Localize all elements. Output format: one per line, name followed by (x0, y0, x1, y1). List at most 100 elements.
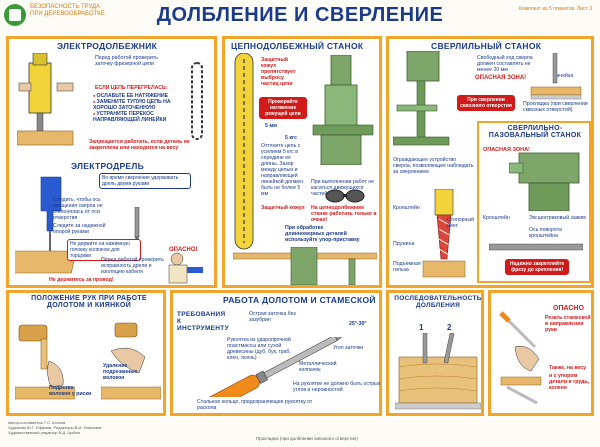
mortiser-step: УСТРАНИТЕ ПЕРЕКОС НАПРАВЛЯЮЩЕЙ ЛИНЕЙКИ (93, 111, 183, 123)
section-title-sequence: Последовательность долбления (394, 295, 482, 309)
mortiser-step: ОСЛАБЬТЕ ЕЕ НАТЯЖЕНИЕ (93, 93, 183, 99)
header: Безопасность труда при деревообработке Д… (0, 0, 600, 34)
chain-mortiser-machine (312, 55, 374, 165)
drill-tip-cap: Не держите на нажимную головку колпачок … (67, 239, 141, 261)
chain-force-value: 5 кгс (285, 135, 297, 141)
drill-tip-check: Перед работой проверить исправность дрел… (101, 257, 164, 275)
chisel-illustration (207, 337, 351, 397)
chain-safety-note: При выполнении работ не касаться движущи… (311, 179, 374, 197)
chisel-angle-label: Угол заточки (333, 345, 364, 351)
credits-line: Художественный редактор В.Д. Цыбин (8, 430, 80, 435)
drill-press-spacer: Прокладка (при сверлении сквозных отверс… (523, 101, 588, 113)
drill-press-guard-note: Ограждающее устройство сверла, позволяющ… (393, 157, 474, 175)
chisel-ring: Металлический колпачок (299, 361, 337, 373)
drill-slot-machine (509, 152, 580, 211)
drill-power-note: Не держитесь за провод! (49, 277, 114, 283)
footer-note: Прокладка (при долблении сквозного отвер… (256, 436, 358, 441)
series-line-1: Безопасность труда (30, 4, 101, 10)
worker-illustration (168, 252, 203, 284)
dangerous-illustration (499, 311, 542, 405)
section-title-chain: Цепнодолбежный станок (231, 41, 364, 51)
section-title-drill: Электродрель (71, 161, 145, 171)
drill-guard-illustration (422, 189, 466, 278)
drill-press-through-hole: При сверлении сквозного отверстия (457, 95, 515, 111)
chain-tension-badge: Проверяйте натяжение режущей цепи (259, 97, 307, 119)
section-title-chisel: Работа долотом и стамеской (223, 295, 376, 305)
chisel-angle: 25°-30° (349, 321, 367, 327)
series-label: Безопасность труда при деревообработке (30, 4, 105, 18)
section-drill-slot: Сверлильно-пазовальный станок Опасная зо… (477, 121, 591, 283)
chisel-no-cracks: На рукоятке не должно быть острых углов … (293, 381, 381, 393)
section-title-drill-slot: Сверлильно-пазовальный станок (488, 125, 582, 139)
mortiser-precheck: Перед работой проверить заточку фрезерно… (95, 55, 158, 67)
chain-goggles-note: На цепнодолбежном станке работать только… (311, 205, 377, 223)
drill-press-tube: Стопорный винт (447, 217, 475, 229)
chain-gap-value: 5 мм (265, 123, 278, 129)
chain-bar-illustration (234, 53, 254, 250)
mortiser-if-label: ЕСЛИ ЦЕПЬ ПЕРЕГРЕЛАСЬ: (95, 85, 168, 91)
credits-line: Автор-составитель Г.С. Козлов (8, 420, 66, 425)
chisel-sharp: Острая заточка без зазубрин (249, 311, 296, 323)
mortiser-step: ЗАМЕНИТЕ ТУПУЮ ЦЕПЬ НА ХОРОШО ЗАТОЧЕННУЮ (93, 99, 183, 111)
credits-line: Художник Ю.Г. Ефимов, Редакторы В.И. Ник… (8, 425, 102, 430)
dangerous-text-3: и с упором детали в грудь, колено (549, 373, 590, 391)
drill-slot-bracket: Кронштейн (483, 215, 510, 221)
drill-press-free-end: Свободный ход сверла должен составлять н… (477, 55, 533, 73)
chain-icon (191, 62, 203, 140)
section-electro-tools: Электродолбежник Перед работой проверить… (6, 36, 217, 288)
section-drill-press: Сверлильный станок Свободный ход сверла … (386, 36, 594, 288)
drill-danger-label: Опасно! (169, 247, 198, 253)
section-title-mortiser: Электродолбежник (57, 41, 158, 51)
mallet-illustration (15, 324, 75, 400)
sequence-step-1: 1 (419, 323, 424, 332)
drill-tip-support: Следите за надежной опорой руками (53, 223, 106, 235)
electro-mortiser-illustration (17, 53, 74, 146)
drill-press-ruler: Линейка (553, 73, 574, 79)
logo-icon (4, 4, 26, 26)
chain-tension-note: Оттяните цепь с усилием 5 кгс в середине… (261, 143, 304, 197)
hand-chisel-illustration (101, 322, 161, 400)
drill-press-spring: Пружина (393, 241, 415, 247)
electric-drill-illustration (15, 176, 77, 274)
mortiser-forbidden: Запрещается работать, если деталь не зак… (89, 139, 190, 151)
drill-press-detail (530, 53, 582, 100)
chain-guard-note: Защитный кожух препятствует выбросу част… (261, 57, 296, 87)
sheet-code: Комплект из 5 плакатов. Лист 3 (519, 6, 592, 12)
drill-slot-warning: Надежно закрепляйте фрезу до крепления! (505, 259, 569, 275)
drill-slot-bit (489, 243, 583, 251)
drill-tip-axis: Следить, чтобы ось вращения сверла не от… (53, 197, 103, 221)
section-chisel-work: Работа долотом и стамеской Требования к … (170, 290, 382, 416)
hands-remove: Удаление подрезанных волокон (103, 363, 138, 381)
sequence-illustration (395, 333, 481, 410)
mortiser-steps: ОСЛАБЬТЕ ЕЕ НАТЯЖЕНИЕ ЗАМЕНИТЕ ТУПУЮ ЦЕП… (93, 93, 183, 123)
drill-slot-clamp: Эксцентриковый зажим (529, 215, 586, 221)
section-title-drill-press: Сверлильный станок (431, 41, 542, 51)
goggles-icon (325, 189, 365, 203)
drill-press-machine (393, 51, 450, 146)
sequence-step-2: 2 (447, 323, 452, 332)
chain-long-parts-note: При обработке длинномерных деталей испол… (285, 225, 360, 243)
dangerous-title: Опасно (553, 305, 584, 312)
section-chain-mortiser: Цепнодолбежный станок Защитный кожух пре… (222, 36, 382, 288)
section-sequence: Последовательность долбления 1 2 (386, 290, 484, 416)
section-hands-position: Положение рук при работе долотом и киянк… (6, 290, 166, 416)
drill-press-danger: Опасная зона! (475, 75, 527, 81)
chain-guard2-note: Защитный кожух (261, 205, 305, 211)
section-title-hands: Положение рук при работе долотом и киянк… (31, 295, 147, 309)
page-title: ДОЛБЛЕНИЕ И СВЕРЛЕНИЕ (156, 4, 444, 26)
drill-press-bracket: Кронштейн (393, 205, 420, 211)
chisel-steel-ring: Стальное кольцо, предохраняющее рукоятку… (197, 399, 313, 411)
hands-undercut: Подрезка волокон у риски (49, 385, 92, 397)
chisel-handle: Рукоятка из ударопрочной пластмассы или … (227, 337, 291, 361)
drill-slot-danger: Опасная зона! (483, 147, 530, 153)
series-line-2: при деревообработке (30, 11, 105, 17)
section-dangerous: Опасно Резать стамеской в направлении ру… (488, 290, 594, 416)
drill-tip-two-hands: Во время сверления удерживать дрель двум… (99, 173, 191, 189)
drill-press-sleeve: Подъемная гильза (393, 261, 421, 273)
dangerous-text-2: Также, на весу (549, 365, 587, 371)
dangerous-text-1: Резать стамеской в направлении руки (545, 315, 591, 333)
credits: Автор-составитель Г.С. Козлов Художник Ю… (8, 420, 158, 435)
long-part-support-illustration (233, 247, 377, 285)
drill-slot-axis: Ось поворота кронштейна (529, 227, 562, 239)
